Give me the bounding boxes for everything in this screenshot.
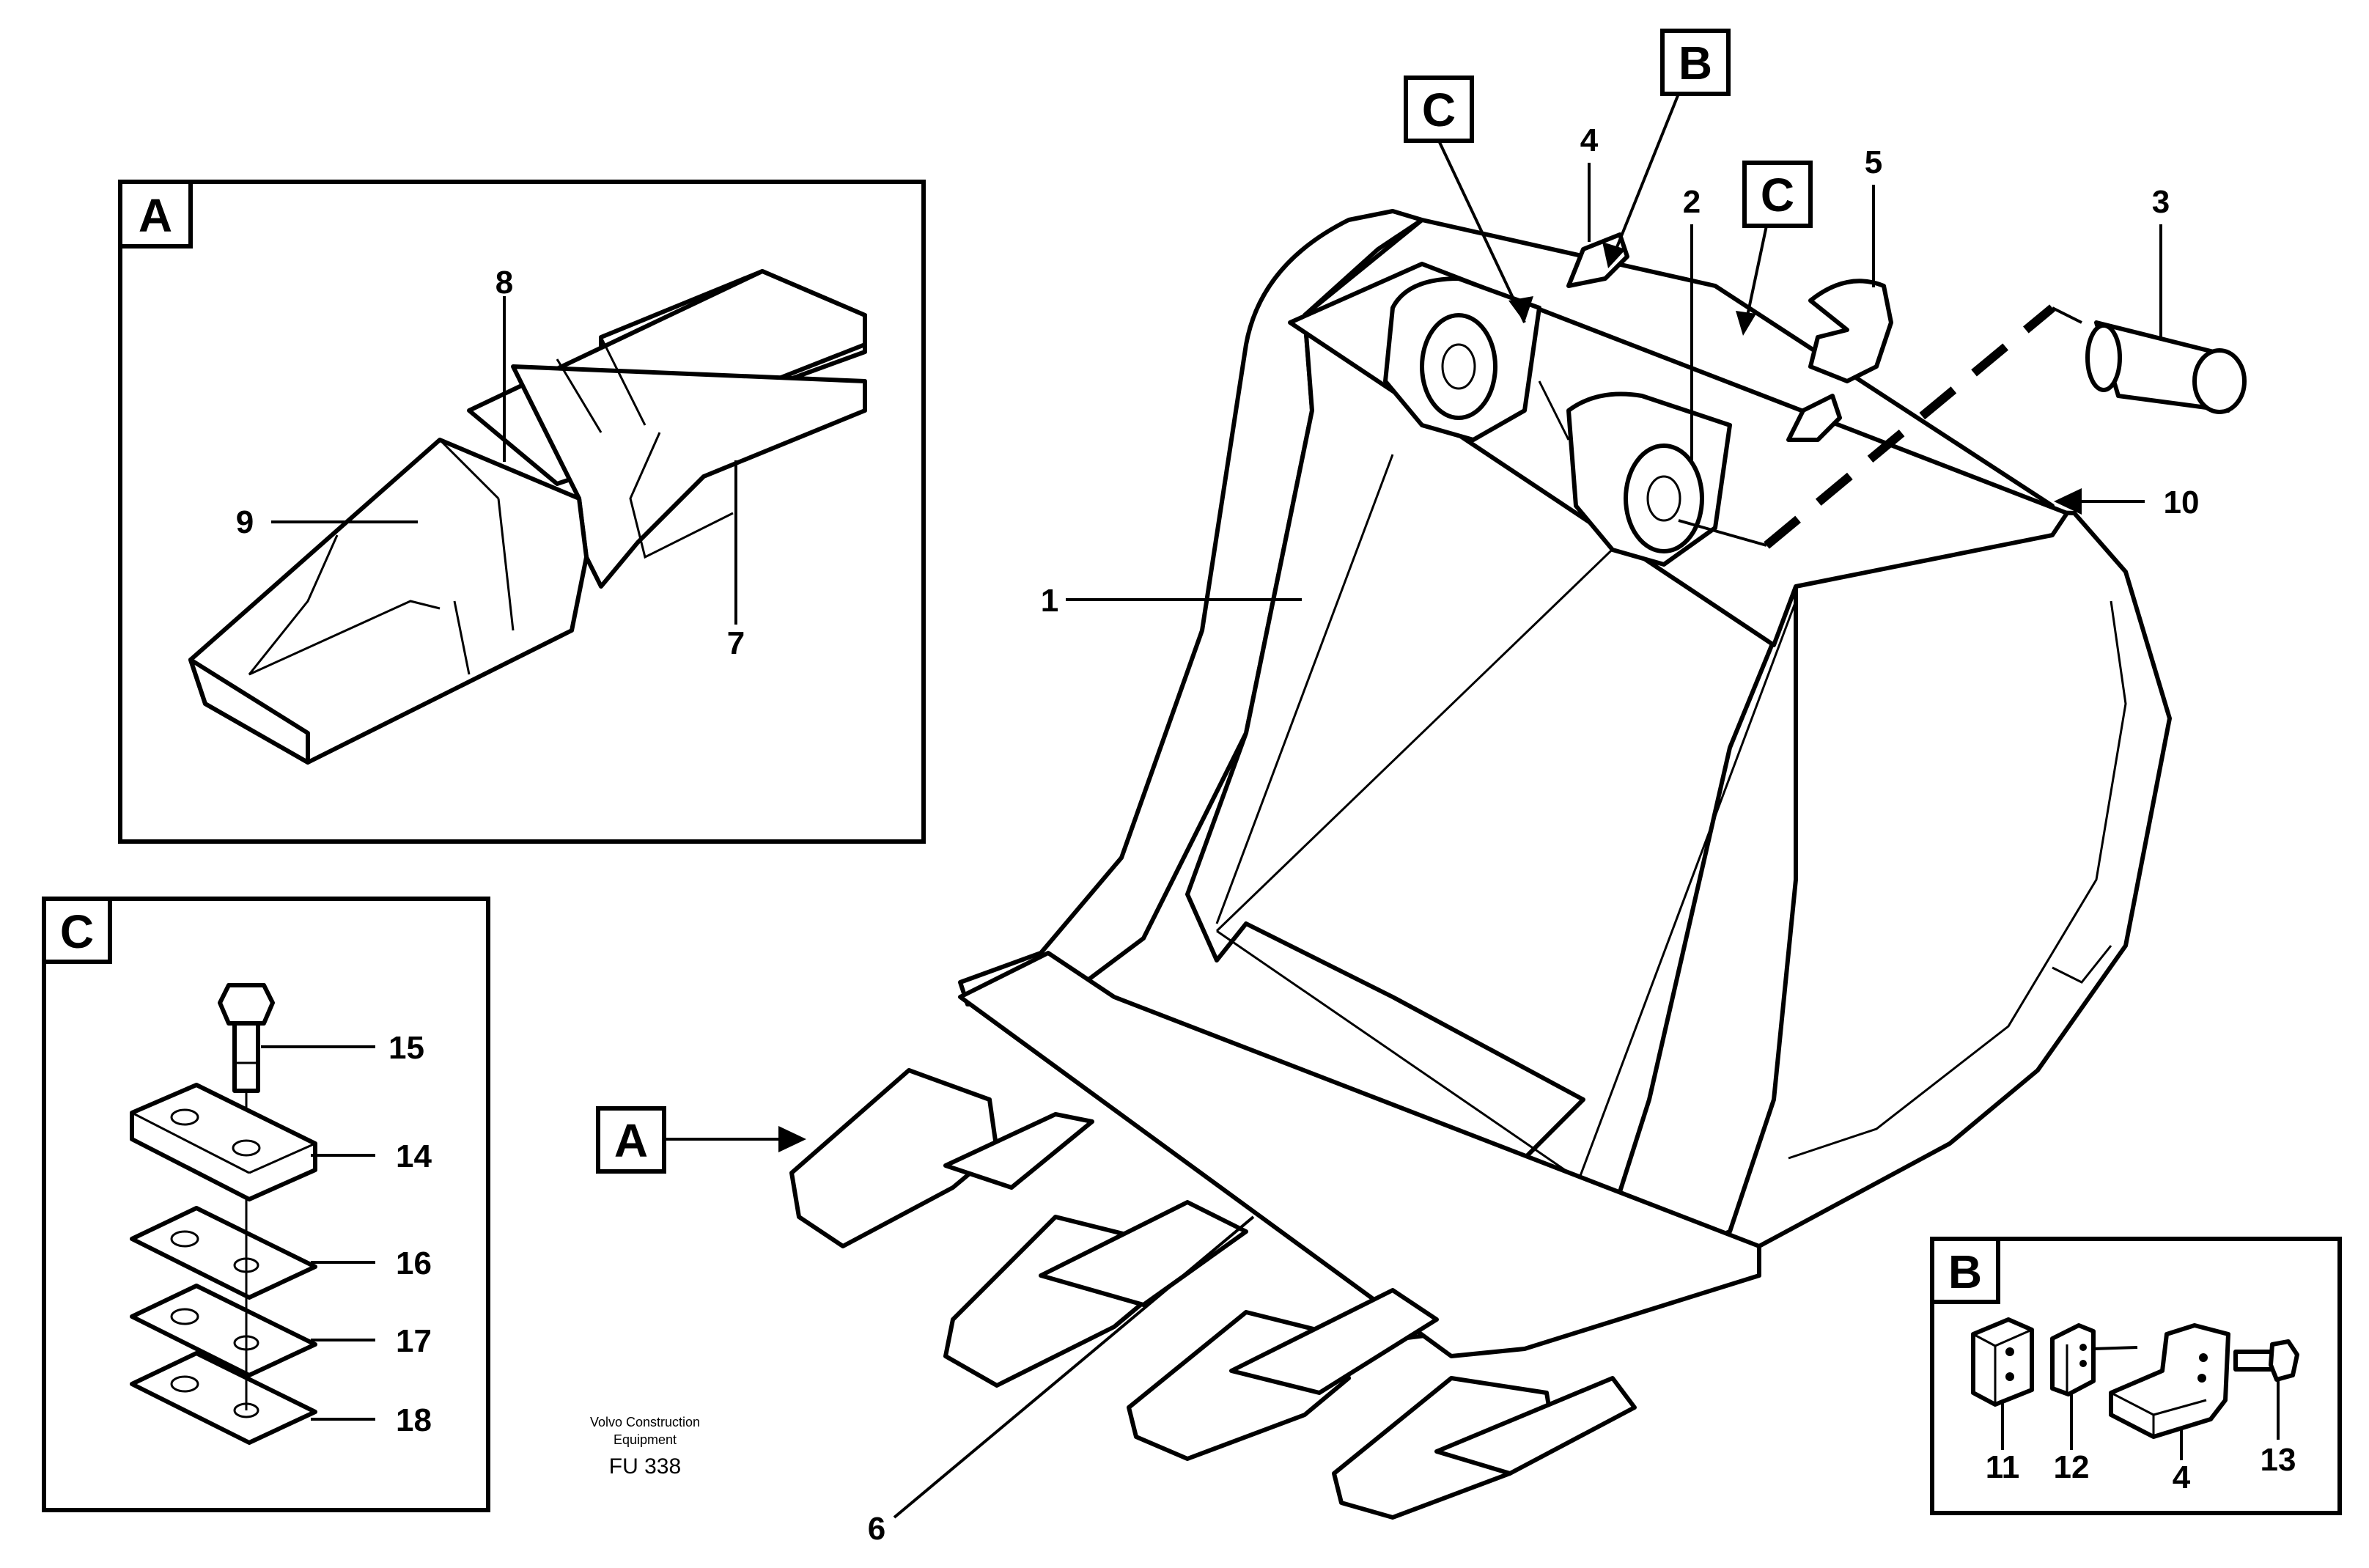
detail-panel-c-frame xyxy=(42,897,490,1512)
callout-4b: 4 xyxy=(2173,1460,2191,1495)
main-tag-c-right-box xyxy=(1742,161,1813,228)
block-11-drawing xyxy=(1971,1317,2034,1407)
detail-panel-a-tag-box xyxy=(118,180,193,249)
tooth-drawing xyxy=(188,438,589,765)
bolt-drawing xyxy=(218,983,275,1202)
cutting-edge xyxy=(958,951,1761,1358)
detail-panel-b-frame xyxy=(1930,1237,2342,1515)
detail-panel-b-tag: B xyxy=(1948,1245,1982,1298)
bolt-13-drawing xyxy=(2233,1339,2299,1382)
callout-10: 10 xyxy=(2164,485,2200,520)
callout-16: 16 xyxy=(396,1245,432,1281)
callout-2: 2 xyxy=(1683,184,1701,220)
ear-5-drawing xyxy=(1808,279,1893,383)
bucket-drawing xyxy=(789,209,2247,1520)
callout-4: 4 xyxy=(1580,122,1599,158)
main-tag-a: A xyxy=(614,1114,648,1167)
wear-part-4-drawing xyxy=(2109,1323,2230,1439)
detail-panel-c: C 15 14 16 17 18 xyxy=(42,897,490,1512)
callout-9: 9 xyxy=(236,504,254,540)
main-callouts: C B C A 4 2 5 3 10 1 6 xyxy=(596,29,2200,1547)
callout-18: 18 xyxy=(396,1402,432,1438)
detail-panel-b: B 11 12 4 13 xyxy=(1930,1237,2342,1515)
adapter-drawing xyxy=(467,269,867,589)
ear-4-lower xyxy=(1786,394,1842,442)
callout-11: 11 xyxy=(1986,1449,2020,1485)
detail-panel-c-tag: C xyxy=(60,905,94,958)
callout-12: 12 xyxy=(2054,1449,2090,1485)
callout-8: 8 xyxy=(495,265,513,301)
caption-line2: Equipment xyxy=(614,1432,677,1447)
callout-5: 5 xyxy=(1865,144,1882,180)
caption-line1: Volvo Construction xyxy=(590,1415,700,1429)
detail-panel-a-frame xyxy=(118,180,926,844)
detail-panel-a: A 8 9 7 xyxy=(118,180,926,844)
callout-6: 6 xyxy=(868,1511,885,1547)
main-tag-b-box xyxy=(1660,29,1731,96)
caption-code: FU 338 xyxy=(609,1454,681,1479)
callout-13: 13 xyxy=(2261,1442,2296,1478)
shim-12-drawing xyxy=(2050,1323,2096,1396)
pin-3-drawing xyxy=(2085,320,2247,414)
callout-1: 1 xyxy=(1041,583,1058,619)
callout-3: 3 xyxy=(2152,184,2170,220)
caption: Volvo Construction Equipment FU 338 xyxy=(590,1415,700,1479)
connector-line xyxy=(2093,1346,2138,1350)
plate-14-drawing xyxy=(130,1083,317,1201)
shim-18-drawing xyxy=(130,1351,317,1445)
main-tag-c-left: C xyxy=(1422,84,1456,136)
right-side-plate xyxy=(1522,504,2172,1344)
pin-axis-dashed xyxy=(1764,304,2055,549)
callout-15: 15 xyxy=(388,1030,424,1066)
detail-panel-b-tag-box xyxy=(1930,1237,2000,1304)
callout-14: 14 xyxy=(396,1138,432,1174)
shim-17-drawing xyxy=(130,1284,317,1377)
main-tag-c-right: C xyxy=(1761,169,1794,221)
detail-panel-c-tag-box xyxy=(42,897,112,964)
shim-16-drawing xyxy=(130,1206,317,1300)
callout-7: 7 xyxy=(727,625,745,661)
main-tag-b: B xyxy=(1679,37,1712,89)
callout-17: 17 xyxy=(396,1323,432,1359)
detail-panel-a-tag: A xyxy=(139,189,172,242)
